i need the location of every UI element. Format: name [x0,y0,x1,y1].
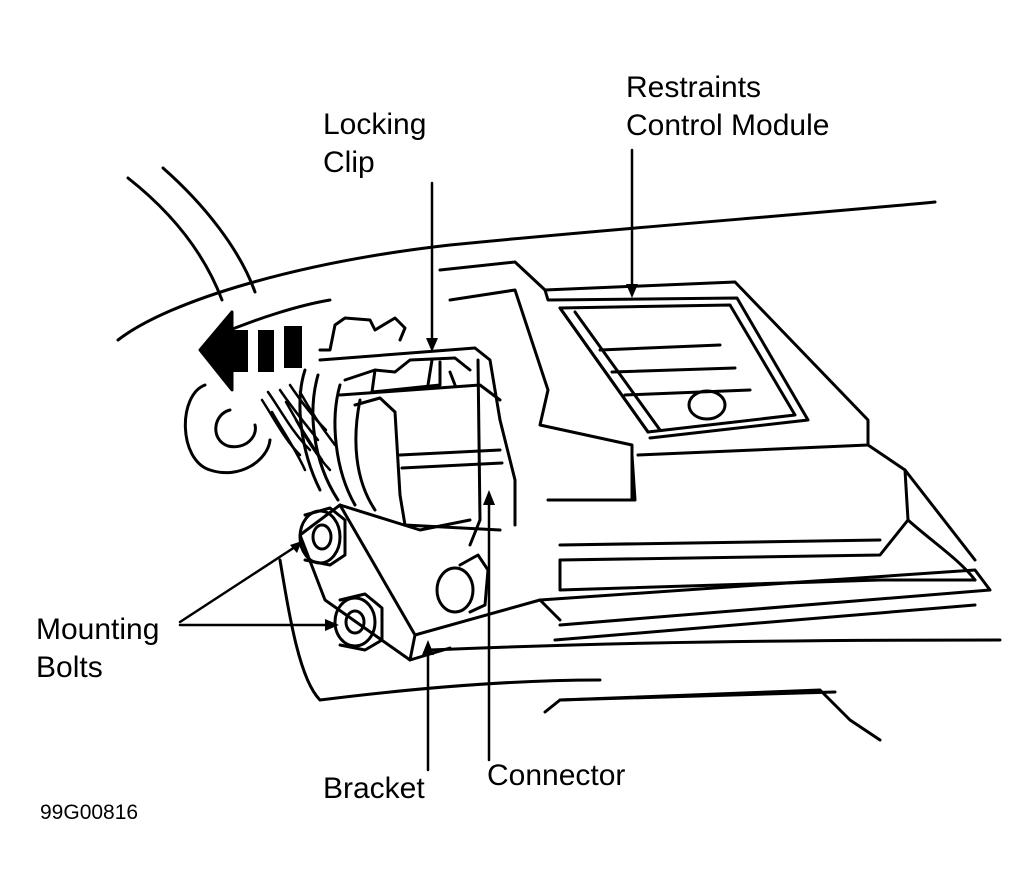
module-housing [438,260,977,592]
figure-code: 99G00816 [40,801,139,824]
connector-body [298,316,517,547]
wire-ring [183,383,272,475]
lower-body-contour [278,558,882,742]
body-panel-curves [116,166,937,342]
restraints-module-label: Restraints Control Module [626,69,829,145]
callout-lines [178,148,638,772]
wire-harness [260,383,337,472]
mounting-bolts-label: Mounting Bolts [36,611,159,687]
mounting-bolts-label-line2: Bolts [36,651,103,684]
mounting-bolts-label-line1: Mounting [36,613,160,646]
bolt-upper-leader [178,543,300,624]
locking-clip-label: Locking Clip [323,106,426,182]
removal-arrow-icon [198,310,302,392]
connector-label: Connector [487,759,626,792]
stud-nut [435,553,490,614]
locking-clip-label-line1: Locking [323,108,427,141]
bracket-label: Bracket [323,772,425,805]
mounting-bolt-lower [333,592,384,652]
mounting-bracket [298,503,1002,662]
mounting-bolt-upper [298,506,347,567]
restraints-module-label-line1: Restraints [626,71,762,104]
restraints-module-label-line2: Control Module [626,109,830,142]
locking-clip-label-line2: Clip [323,146,375,179]
